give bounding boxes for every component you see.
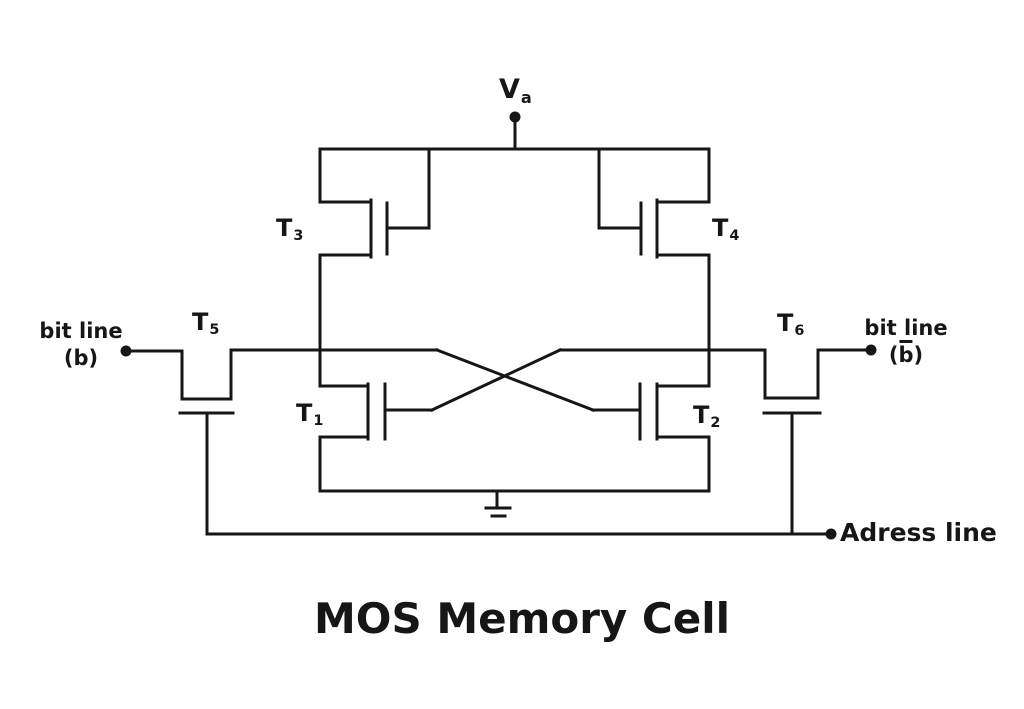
bit-line-right-wire — [558, 348, 868, 400]
bit-line-right-b: (b) — [888, 340, 924, 367]
bit-line-left-text: bit line — [39, 319, 123, 343]
transistor-t1-symbol — [318, 382, 434, 441]
transistor-t5-gate — [178, 411, 235, 536]
transistor-t4-symbol — [597, 147, 711, 259]
address-line-dot — [825, 528, 837, 540]
label-t1: T1 — [296, 399, 324, 430]
transistor-t3-symbol — [318, 147, 431, 259]
label-address-line: Adress line — [840, 518, 997, 547]
va-main: V — [499, 74, 520, 105]
terminal-dots — [120, 111, 877, 540]
label-t4: T4 — [712, 214, 740, 245]
label-va: Va — [499, 74, 532, 107]
label-t2: T2 — [693, 401, 721, 432]
va-sub: a — [520, 87, 532, 107]
b-bar-overline: b — [898, 340, 914, 367]
bit-line-right-text: bit line — [864, 316, 948, 340]
bit-line-right-dot — [865, 344, 877, 356]
bit-line-left-b: (b) — [63, 346, 99, 370]
label-t5: T5 — [192, 308, 220, 339]
supply-terminal-dot — [509, 111, 521, 123]
ground-icon — [484, 489, 512, 518]
cross-coupling-wires — [430, 348, 595, 412]
wires — [124, 119, 868, 536]
bit-line-left-wire — [124, 348, 439, 401]
bit-line-left-dot — [120, 345, 132, 357]
diagram-title: MOS Memory Cell — [313, 594, 731, 643]
label-bit-line-right: bit line (b) — [864, 315, 947, 369]
label-t6: T6 — [777, 309, 805, 340]
transistor-t2-symbol — [591, 382, 711, 441]
label-bit-line-left: bit line (b) — [39, 318, 122, 372]
transistor-t6-gate — [762, 411, 822, 536]
label-t3: T3 — [276, 214, 304, 245]
